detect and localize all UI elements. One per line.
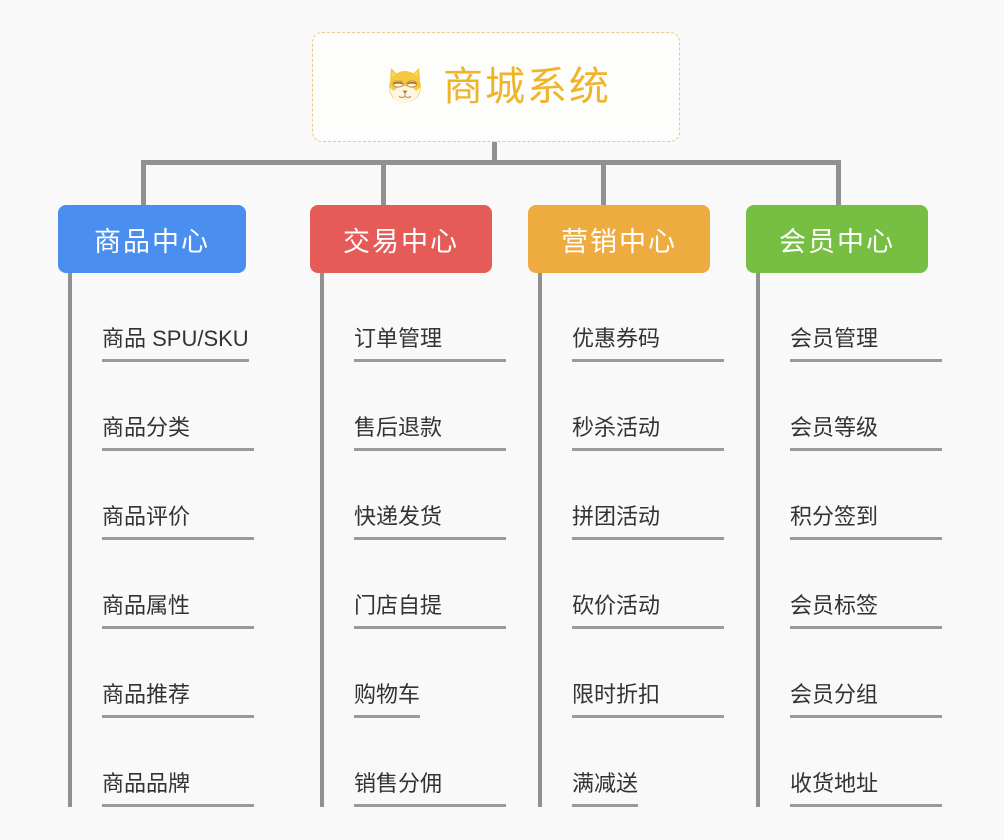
item-label: 砍价活动 [572,588,724,629]
connector-drop-trade-center [381,160,386,207]
list-item[interactable]: 积分签到 [760,451,942,540]
item-list-marketing-center: 优惠券码 秒杀活动 拼团活动 砍价活动 限时折扣 满减送 [538,273,724,807]
list-item[interactable]: 商品推荐 [72,629,254,718]
item-label: 商品属性 [102,588,254,629]
list-item[interactable]: 商品 SPU/SKU [72,273,249,362]
list-item[interactable]: 砍价活动 [542,540,724,629]
item-label: 秒杀活动 [572,410,724,451]
item-label: 门店自提 [354,588,506,629]
connector-drop-marketing-center [601,160,606,207]
list-item[interactable]: 购物车 [324,629,492,718]
connector-drop-product-center [141,160,146,207]
list-item[interactable]: 收货地址 [760,718,942,807]
category-title: 会员中心 [779,226,895,257]
list-item[interactable]: 会员标签 [760,540,942,629]
item-label: 商品 SPU/SKU [102,321,249,362]
list-item[interactable]: 商品评价 [72,451,254,540]
list-item[interactable]: 满减送 [542,718,710,807]
list-item[interactable]: 商品品牌 [72,718,254,807]
item-label: 购物车 [354,677,421,718]
item-label: 会员分组 [790,677,942,718]
list-item[interactable]: 优惠券码 [542,273,724,362]
column-product-center: 商品中心 商品 SPU/SKU 商品分类 商品评价 商品属性 商品推荐 商品品牌 [58,205,254,807]
item-label: 商品分类 [102,410,254,451]
list-item[interactable]: 限时折扣 [542,629,724,718]
item-label: 收货地址 [790,766,942,807]
list-item[interactable]: 会员分组 [760,629,942,718]
category-header-product-center[interactable]: 商品中心 [58,205,246,273]
root-node-title: 商城系统 [443,65,611,109]
connector-drop-member-center [836,160,841,207]
item-label: 商品推荐 [102,677,254,718]
item-list-member-center: 会员管理 会员等级 积分签到 会员标签 会员分组 收货地址 [756,273,942,807]
item-label: 会员标签 [790,588,942,629]
root-node-mall-system[interactable]: 商城系统 [312,32,680,142]
item-label: 商品评价 [102,499,254,540]
list-item[interactable]: 销售分佣 [324,718,506,807]
item-label: 售后退款 [354,410,506,451]
connector-root-trunk [492,142,497,163]
category-header-trade-center[interactable]: 交易中心 [310,205,492,273]
item-label: 订单管理 [354,321,506,362]
root-node-content: 商城系统 [381,61,611,114]
item-label: 商品品牌 [102,766,254,807]
item-label: 快递发货 [354,499,506,540]
list-item[interactable]: 拼团活动 [542,451,724,540]
item-label: 销售分佣 [354,766,506,807]
list-item[interactable]: 门店自提 [324,540,506,629]
list-item[interactable]: 快递发货 [324,451,506,540]
item-label: 限时折扣 [572,677,724,718]
item-label: 拼团活动 [572,499,724,540]
list-item[interactable]: 商品分类 [72,362,254,451]
item-label: 会员等级 [790,410,942,451]
list-item[interactable]: 售后退款 [324,362,506,451]
category-header-member-center[interactable]: 会员中心 [746,205,928,273]
item-list-product-center: 商品 SPU/SKU 商品分类 商品评价 商品属性 商品推荐 商品品牌 [68,273,254,807]
list-item[interactable]: 商品属性 [72,540,254,629]
category-header-marketing-center[interactable]: 营销中心 [528,205,710,273]
column-trade-center: 交易中心 订单管理 售后退款 快递发货 门店自提 购物车 销售分佣 [310,205,506,807]
category-title: 营销中心 [561,226,677,257]
list-item[interactable]: 订单管理 [324,273,506,362]
item-label: 满减送 [572,766,639,807]
category-title: 交易中心 [343,226,459,257]
item-label: 积分签到 [790,499,942,540]
shiba-dog-icon [381,61,429,114]
item-list-trade-center: 订单管理 售后退款 快递发货 门店自提 购物车 销售分佣 [320,273,506,807]
list-item[interactable]: 秒杀活动 [542,362,724,451]
column-marketing-center: 营销中心 优惠券码 秒杀活动 拼团活动 砍价活动 限时折扣 满减送 [528,205,724,807]
item-label: 会员管理 [790,321,942,362]
column-member-center: 会员中心 会员管理 会员等级 积分签到 会员标签 会员分组 收货地址 [746,205,942,807]
connector-horizontal-bus [141,160,841,165]
item-label: 优惠券码 [572,321,724,362]
list-item[interactable]: 会员管理 [760,273,942,362]
category-title: 商品中心 [94,226,210,257]
list-item[interactable]: 会员等级 [760,362,942,451]
